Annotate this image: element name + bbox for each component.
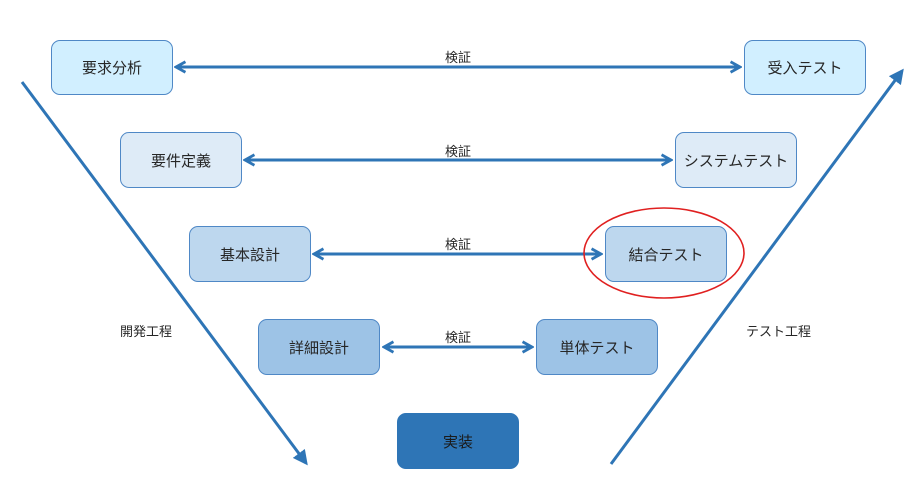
step-label: 要求分析 [81,59,142,77]
testing-phase-label: テスト工程 [746,325,812,340]
verify-label: 検証 [444,238,472,253]
verify-label: 検証 [444,331,472,346]
step-label: 単体テスト [559,338,635,357]
step-label: 詳細設計 [288,338,349,357]
development-phase-label: 開発工程 [120,325,173,340]
development-flow-arrow [20,81,308,466]
step-label: 要件定義 [150,151,211,170]
step-requirements-definition[interactable]: 要件定義 [120,132,242,188]
step-basic-design[interactable]: 基本設計 [189,226,311,282]
step-integration-test[interactable]: 結合テスト [605,226,727,282]
step-label: 受入テスト [767,59,843,77]
highlight-circle [583,207,745,299]
step-system-test[interactable]: システムテスト [675,132,797,188]
verify-label: 検証 [444,145,472,160]
step-unit-test[interactable]: 単体テスト [536,319,658,375]
step-implementation[interactable]: 実装 [397,413,519,469]
step-label: システムテスト [683,151,789,170]
step-acceptance-test[interactable]: 受入テスト [744,40,866,95]
step-label: 基本設計 [219,245,280,264]
testing-flow-arrow [609,68,904,465]
step-requirements-analysis[interactable]: 要求分析 [51,40,173,95]
step-label: 結合テスト [628,245,704,264]
verify-label: 検証 [444,51,472,66]
step-detailed-design[interactable]: 詳細設計 [258,319,380,375]
step-label: 実装 [442,432,473,451]
